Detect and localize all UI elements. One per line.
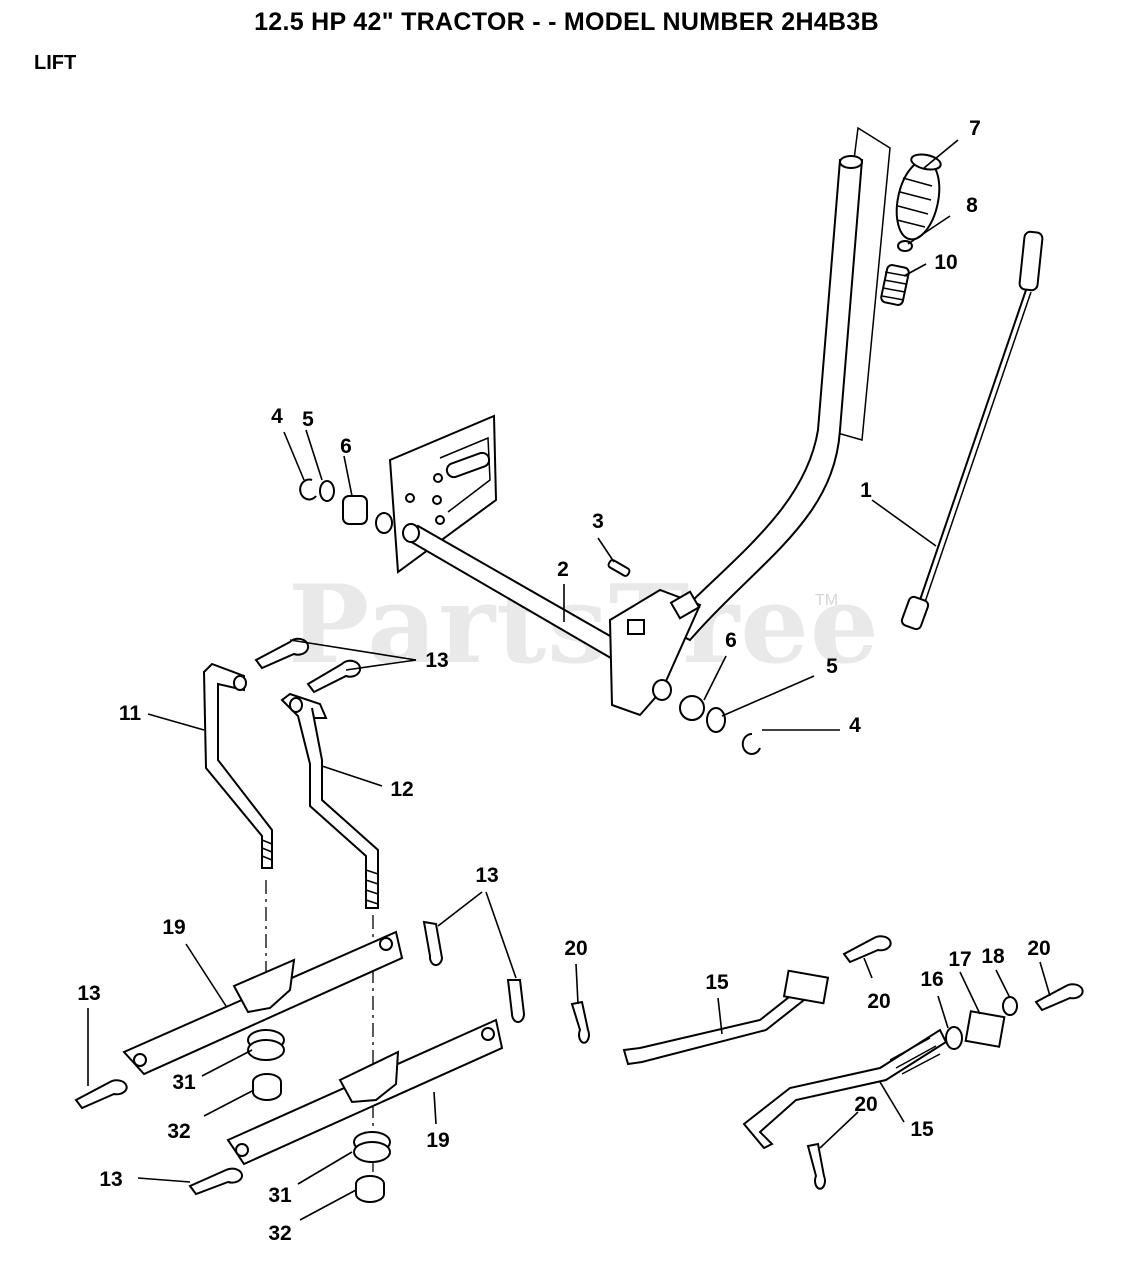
callout-32[interactable]: 32 — [167, 1120, 190, 1143]
callout-11[interactable]: 11 — [119, 702, 142, 725]
part-19-arm-lower[interactable] — [226, 1018, 504, 1166]
callout-6[interactable]: 6 — [725, 629, 737, 652]
lift-lever-handle[interactable] — [663, 155, 864, 642]
callout-31[interactable]: 31 — [172, 1071, 196, 1094]
callout-17[interactable]: 17 — [948, 948, 971, 971]
callout-20[interactable]: 20 — [867, 990, 890, 1013]
part-15-rod-lower[interactable] — [742, 1028, 948, 1150]
callout-5[interactable]: 5 — [302, 408, 314, 431]
part-18-nut[interactable] — [1002, 996, 1018, 1016]
part-13-clip-arm-left[interactable] — [74, 1079, 128, 1110]
part-17-block[interactable] — [964, 1010, 1006, 1048]
callout-12[interactable]: 12 — [390, 778, 413, 801]
part-19-arm-upper[interactable] — [122, 930, 404, 1076]
part-3-pin[interactable] — [607, 559, 631, 577]
callout-20[interactable]: 20 — [564, 937, 587, 960]
callout-1[interactable]: 1 — [860, 479, 872, 502]
callout-15[interactable]: 15 — [705, 971, 729, 994]
part-2-lift-shaft[interactable] — [388, 414, 702, 717]
part-32-nut-lower[interactable] — [355, 1175, 385, 1203]
part-6-bushing-right[interactable] — [652, 679, 705, 721]
callout-16[interactable]: 16 — [920, 968, 943, 991]
part-20-clip-lower[interactable] — [806, 1142, 826, 1190]
callout-6[interactable]: 6 — [340, 435, 352, 458]
part-20-clip-right[interactable] — [1034, 983, 1084, 1012]
callout-5[interactable]: 5 — [826, 655, 838, 678]
part-5-washer-left[interactable] — [319, 480, 335, 502]
callout-13[interactable]: 13 — [77, 982, 100, 1005]
part-13-clip-arm-lower[interactable] — [188, 1167, 243, 1196]
part-20-clip-left[interactable] — [570, 1000, 590, 1044]
callout-13[interactable]: 13 — [475, 864, 498, 887]
part-31-washer-upper[interactable] — [247, 1029, 285, 1061]
callout-32[interactable]: 32 — [268, 1222, 291, 1245]
callout-10[interactable]: 10 — [934, 251, 957, 274]
callout-19[interactable]: 19 — [162, 916, 185, 939]
callout-labels: 7 8 10 4 5 6 1 3 2 13 6 5 4 11 12 13 19 … — [77, 117, 1050, 1245]
callout-4[interactable]: 4 — [849, 714, 861, 737]
leader-lines — [87, 139, 1051, 1221]
section-label: LIFT — [34, 52, 77, 74]
callout-3[interactable]: 3 — [592, 510, 604, 533]
callout-31[interactable]: 31 — [268, 1184, 292, 1207]
callout-2[interactable]: 2 — [557, 558, 569, 581]
part-10-spring[interactable] — [880, 264, 910, 306]
page-title: 12.5 HP 42" TRACTOR - - MODEL NUMBER 2H4… — [254, 8, 879, 36]
part-4-clip-right[interactable] — [741, 732, 761, 755]
part-20-clip-upper[interactable] — [842, 935, 892, 964]
callout-13[interactable]: 13 — [99, 1168, 122, 1191]
callout-4[interactable]: 4 — [271, 405, 283, 428]
watermark-trademark: TM — [815, 592, 839, 609]
part-12-lift-link[interactable] — [280, 692, 379, 909]
part-7-grip[interactable] — [890, 152, 946, 243]
callout-20[interactable]: 20 — [854, 1093, 877, 1116]
part-13-clip-upper[interactable] — [254, 637, 362, 694]
callout-8[interactable]: 8 — [966, 194, 978, 217]
part-15-rod-upper[interactable] — [622, 969, 830, 1066]
callout-13[interactable]: 13 — [425, 649, 448, 672]
callout-19[interactable]: 19 — [426, 1129, 449, 1152]
part-11-lift-link[interactable] — [202, 662, 273, 869]
part-1-rod[interactable] — [900, 230, 1044, 631]
part-31-washer-lower[interactable] — [353, 1131, 391, 1163]
callout-20[interactable]: 20 — [1027, 937, 1050, 960]
callout-7[interactable]: 7 — [969, 117, 981, 140]
part-6-bushing-left[interactable] — [342, 495, 393, 534]
part-4-clip-left[interactable] — [299, 478, 317, 501]
callout-18[interactable]: 18 — [981, 945, 1005, 968]
callout-15[interactable]: 15 — [910, 1118, 934, 1141]
part-32-nut-upper[interactable] — [252, 1073, 282, 1101]
part-16-washer[interactable] — [945, 1026, 963, 1050]
part-5-washer-right[interactable] — [706, 707, 726, 733]
part-13-clip-vertical[interactable] — [422, 920, 526, 1023]
